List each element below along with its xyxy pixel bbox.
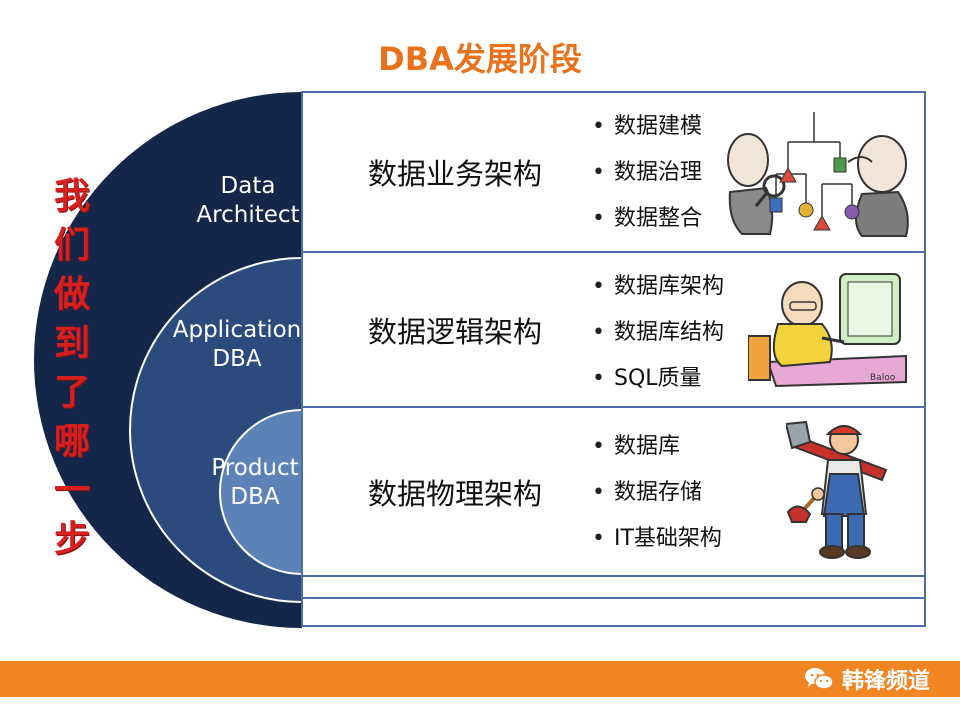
list-item: 数据建模	[592, 104, 782, 150]
wechat-icon	[804, 668, 834, 690]
list-item: 数据库结构	[592, 310, 782, 356]
bullet-list-business: 数据建模 数据治理 数据整合	[592, 104, 782, 242]
programmer-at-computer-icon: Baloo	[748, 273, 907, 388]
engineers-with-mobile-icon	[727, 112, 909, 237]
svg-text:Baloo: Baloo	[870, 373, 896, 383]
row-title-physical: 数据物理架构	[367, 477, 542, 511]
list-item: 数据治理	[592, 150, 782, 196]
brand-watermark: 韩锋频道	[804, 665, 930, 694]
inner-circle-product-dba	[219, 409, 302, 575]
bullet-list-logical: 数据库架构 数据库结构 SQL质量	[592, 264, 782, 402]
side-caption: 我们做到了哪一步	[53, 176, 90, 560]
row-title-logical: 数据逻辑架构	[367, 315, 542, 349]
circle-label-data-architect: Data Architect	[196, 173, 300, 228]
stage-table	[301, 91, 926, 627]
list-item: IT基础架构	[592, 516, 782, 562]
circle-label-application-dba: Application DBA	[172, 317, 302, 372]
brand-name: 韩锋频道	[841, 669, 930, 694]
circle-label-product-dba: Product DBA	[211, 455, 299, 510]
list-item: SQL质量	[592, 356, 782, 402]
bullet-list-physical: 数据库 数据存储 IT基础架构	[592, 424, 782, 562]
list-item: 数据库	[592, 424, 782, 470]
row-title-business: 数据业务架构	[367, 157, 542, 191]
list-item: 数据存储	[592, 470, 782, 516]
list-item: 数据库架构	[592, 264, 782, 310]
plumber-with-wrench-icon	[786, 420, 888, 559]
page-title: DBA发展阶段	[378, 40, 582, 78]
list-item: 数据整合	[592, 196, 782, 242]
footer-bar	[0, 661, 960, 697]
